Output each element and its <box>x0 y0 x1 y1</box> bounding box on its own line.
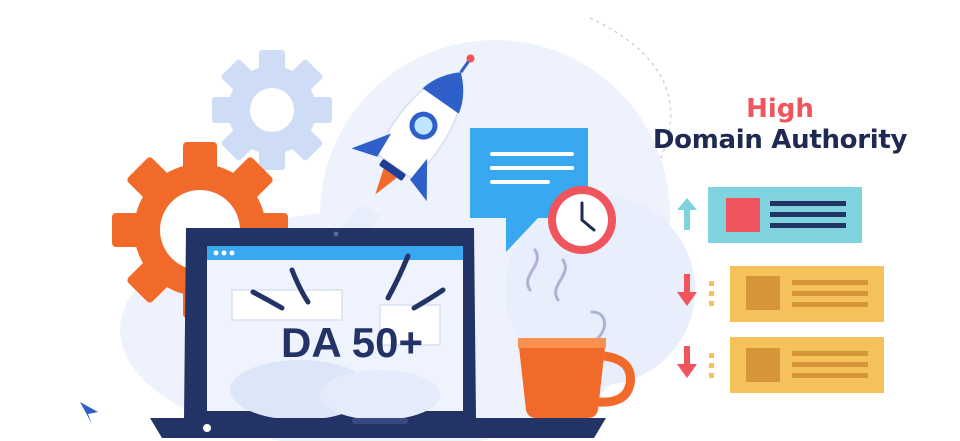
coffee-mug-icon <box>518 248 635 418</box>
arrow-up-icon <box>677 198 697 230</box>
rocket-icon <box>351 54 475 202</box>
ranking-card <box>677 187 862 243</box>
heading-title: Domain Authority <box>652 124 908 155</box>
da-score-badge: DA 50+ <box>281 319 423 366</box>
page-heading: High Domain Authority <box>630 94 930 155</box>
chat-bubble-icon <box>470 128 588 252</box>
arrow-down-icon <box>677 274 697 306</box>
ranking-card <box>677 266 884 322</box>
arrow-down-icon <box>677 346 697 378</box>
clock-icon <box>548 186 616 254</box>
ranking-card <box>677 337 884 393</box>
cursor-icon <box>80 402 98 424</box>
laptop <box>150 228 606 438</box>
gear-icon <box>212 50 332 170</box>
heading-highlight: High <box>746 94 814 124</box>
badge-burst <box>250 253 446 311</box>
